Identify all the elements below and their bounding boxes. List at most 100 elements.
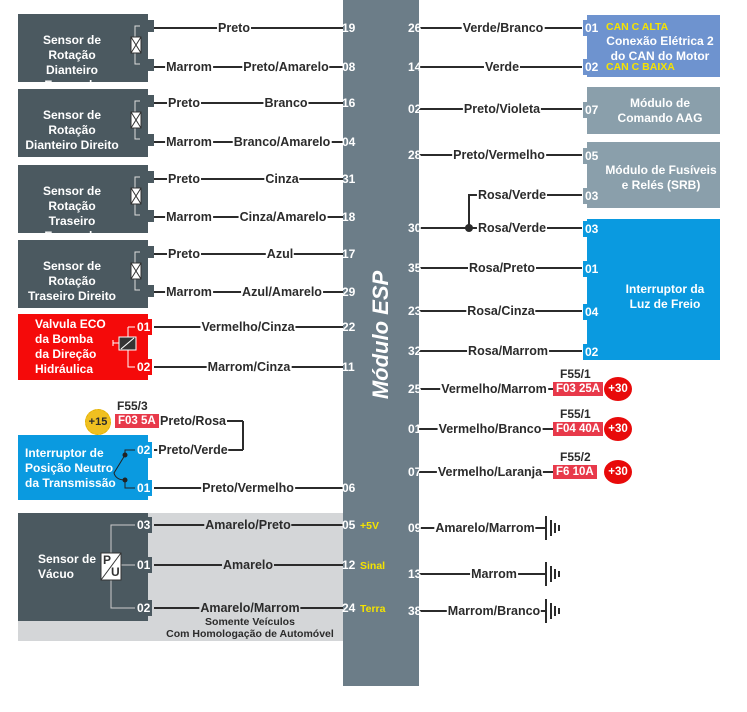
wire-label: Rosa/Preto [468,261,536,275]
wire-label: Rosa/Verde [476,221,548,235]
esp-pin: 13 [408,567,422,581]
esp-pin: 30 [408,221,422,235]
esp-pin: 26 [408,21,422,35]
comp-pin: 01 [583,261,601,277]
fuse-location: F55/1 [560,367,591,381]
wire-label: Marrom [470,567,518,581]
wire-label: Marrom/Branco [446,604,542,618]
fuse-location: F55/2 [560,450,591,464]
comp-pin: 02 [135,359,153,375]
wire-label: Branco/Amarelo [232,135,332,149]
signal-label: +5V [360,520,379,532]
supply-30: +30 [604,377,632,401]
comp-pin: 03 [135,517,153,533]
esp-pin: 29 [342,285,356,299]
esp-pin: 18 [342,210,356,224]
esp-module [343,0,419,686]
wire-label: Amarelo/Marrom [434,521,536,535]
wire-label: Branco [263,96,309,110]
brake-light-switch [587,219,720,360]
signal-label: Sinal [360,560,386,572]
esp-pin: 08 [342,60,356,74]
wire-label: Cinza/Amarelo [238,210,328,224]
wire-label: Preto/Vermelho [452,148,546,162]
wire-label: Rosa/Cinza [466,304,536,318]
sensor-front-left [18,14,148,82]
wire-label: Preto/Amarelo [242,60,330,74]
comp-pin: 02 [583,344,601,360]
pressure-symbol-u: U [111,565,120,579]
supply-30: +30 [604,460,632,484]
wire-label: Preto [167,172,201,186]
esp-pin: 04 [342,135,356,149]
esp-pin: 32 [408,344,422,358]
wire-label: Preto/Vermelho [201,481,295,495]
wire-label: Preto/Rosa [159,414,227,428]
wire-label: Vermelho/Marrom [440,382,548,396]
wire-label: Preto [167,96,201,110]
comp-pin: 01 [583,20,601,36]
supply-15: +15 [85,409,111,435]
fuse: F04 40A [553,422,604,436]
can-low-label: CAN C BAIXA [606,61,675,73]
wire-label: Marrom [165,285,213,299]
sensor-rear-right [18,240,148,308]
esp-pin: 01 [408,422,422,436]
esp-pin: 24 [342,601,356,615]
comp-pin: 04 [583,304,601,320]
wire-label: Verde/Branco [461,21,545,35]
wire-label: Vermelho/Laranja [436,465,544,479]
wire-label: Marrom [165,210,213,224]
comp-pin: 01 [135,319,153,335]
esp-pin: 09 [408,521,422,535]
wire-label: Preto/Verde [157,443,229,457]
wire-label: Marrom [165,60,213,74]
wire-label: Amarelo/Marrom [199,601,301,615]
wire-label: Preto [217,21,251,35]
comp-pin: 01 [135,480,153,496]
srb-module [587,142,720,208]
comp-pin: 02 [135,600,153,616]
wire-label: Amarelo [221,558,275,572]
esp-pin: 19 [342,21,356,35]
sensor-icon [130,36,142,280]
esp-pin: 07 [408,465,422,479]
esp-pin: 02 [408,102,422,116]
esp-pin: 12 [342,558,356,572]
wire-label: Cinza [264,172,300,186]
fuse: F03 25A [553,382,604,396]
comp-pin: 07 [583,102,601,118]
wire-label: Rosa/Verde [476,188,548,202]
fuse-location: F55/3 [117,399,148,413]
fuse-location: F55/1 [560,407,591,421]
esp-pin: 11 [342,360,355,374]
esp-pin: 28 [408,148,422,162]
esp-pin: 38 [408,604,422,618]
esp-pin: 17 [342,247,356,261]
aag-module [587,87,720,134]
comp-pin: 01 [135,557,153,573]
fuse: F6 10A [553,465,597,479]
ground-icon [545,516,560,623]
wire-label: Verde [483,60,521,74]
comp-pin: 03 [583,221,601,237]
signal-label: Terra [360,603,386,615]
vacuum-sensor [18,513,148,621]
fuse: F03 5A [115,414,159,428]
wire-label: Azul/Amarelo [241,285,323,299]
wire-label: Preto [167,247,201,261]
esp-pin: 06 [342,481,356,495]
